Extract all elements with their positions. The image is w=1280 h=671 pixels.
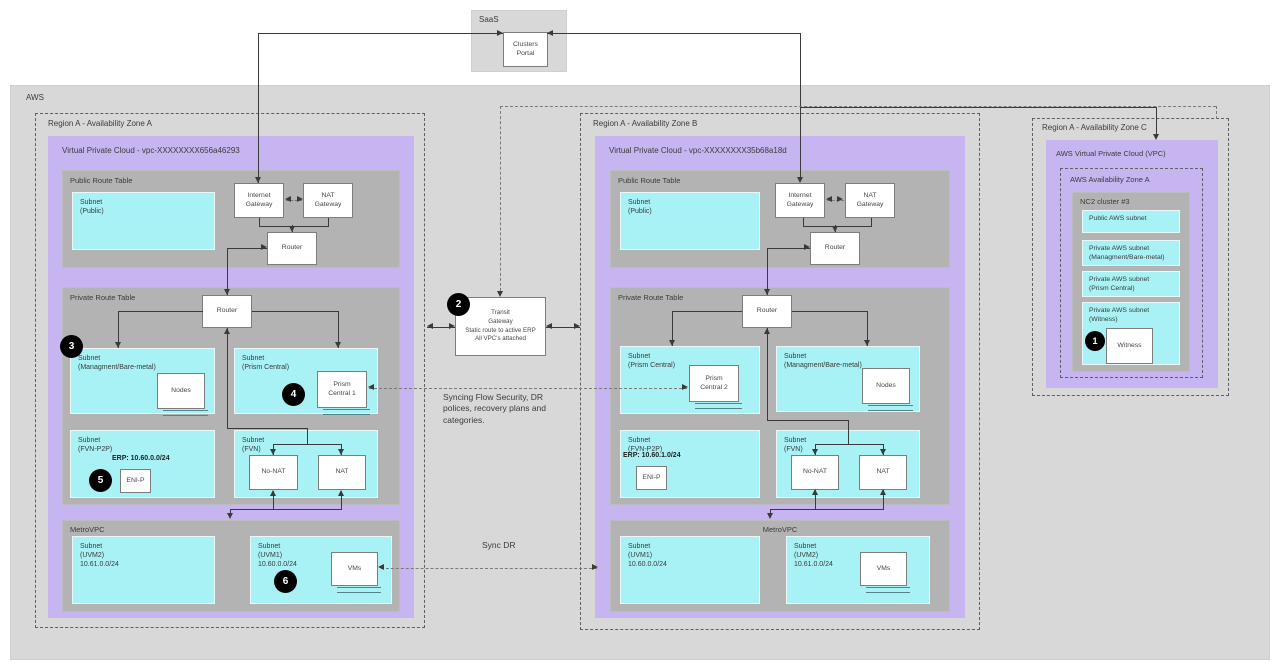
nodes-a-node: Nodes [157, 373, 208, 416]
nat-b-node: NAT [859, 455, 907, 490]
vms-a-node: VMs [331, 552, 381, 593]
public-route-table-a-title: Public Route Table [70, 176, 133, 185]
erp-a-label: ERP: 10.60.0.0/24 [112, 455, 170, 462]
router-private-b-node: Router [742, 295, 792, 328]
badge-5: 5 [89, 469, 112, 492]
vpc-a-title: Virtual Private Cloud - vpc-XXXXXXXX656a… [62, 146, 240, 155]
region-a-title: Region A - Availability Zone A [48, 119, 152, 128]
badge-4: 4 [282, 383, 305, 406]
eni-p-a-node: ENI-P [120, 469, 151, 493]
nc2-cluster-title: NC2 cluster #3 [1080, 197, 1130, 206]
subnet-c-mgmt: Private AWS subnet (Managment/Bare-metal… [1082, 240, 1180, 266]
internet-gateway-a-node: Internet Gateway [234, 183, 284, 218]
private-route-table-a-title: Private Route Table [70, 293, 136, 302]
nat-gateway-a-node: NAT Gateway [303, 183, 353, 218]
router-private-a-node: Router [202, 295, 252, 328]
subnet-uvm1-b: Subnet (UVM1) 10.60.0.0/24 [620, 536, 760, 604]
vpc-b-title: Virtual Private Cloud - vpc-XXXXXXXX35b6… [609, 146, 787, 155]
private-route-table-b-title: Private Route Table [618, 293, 684, 302]
vms-b-node: VMs [860, 552, 910, 593]
metro-vpc-b-title: MetroVPC [762, 525, 798, 534]
subnet-public-b: Subnet (Public) [620, 192, 760, 250]
no-nat-a-node: No-NAT [249, 455, 298, 490]
no-nat-b-node: No-NAT [791, 455, 839, 490]
badge-2: 2 [447, 293, 470, 316]
connector [547, 33, 800, 34]
nat-a-node: NAT [318, 455, 366, 490]
sync-flow-note: Syncing Flow Security, DR polices, recov… [443, 392, 547, 425]
eni-p-b-node: ENI-P [636, 466, 667, 490]
region-c-box [1032, 118, 1229, 396]
subnet-c-public: Public AWS subnet [1082, 210, 1180, 233]
prism-central-2-node: Prism Central 2 [689, 365, 742, 409]
region-c-title: Region A - Availability Zone C [1042, 123, 1147, 132]
nat-gateway-b-node: NAT Gateway [845, 183, 895, 218]
badge-6: 6 [274, 570, 297, 593]
router-public-a-node: Router [267, 232, 317, 265]
subnet-uvm2-a: Subnet (UVM2) 10.61.0.0/24 [72, 536, 215, 604]
saas-label: SaaS [479, 15, 499, 24]
internet-gateway-b-node: Internet Gateway [775, 183, 825, 218]
aws-label: AWS [26, 93, 44, 102]
public-route-table-b-title: Public Route Table [618, 176, 681, 185]
region-a-box [35, 113, 425, 628]
transit-gateway-node: Transit Gateway Static route to active E… [455, 297, 546, 356]
subnet-c-prism: Private AWS subnet (Prism Central) [1082, 271, 1180, 297]
subnet-uvm2-b: Subnet (UVM2) 10.61.0.0/24 [786, 536, 930, 604]
connector [258, 33, 503, 34]
az-c-box [1060, 168, 1203, 378]
region-b-title: Region A - Availability Zone B [593, 119, 698, 128]
prism-central-1-node: Prism Central 1 [317, 371, 370, 415]
region-b-box [580, 113, 980, 630]
witness-node: Witness [1106, 328, 1153, 364]
badge-1: 1 [1085, 331, 1105, 351]
router-public-b-node: Router [810, 232, 860, 265]
clusters-portal-node: Clusters Portal [503, 32, 548, 67]
nodes-b-node: Nodes [862, 368, 913, 411]
vpc-c-title: AWS Virtual Private Cloud (VPC) [1056, 149, 1166, 158]
erp-b-label: ERP: 10.60.1.0/24 [623, 452, 681, 459]
subnet-public-a: Subnet (Public) [72, 192, 215, 250]
az-c-title: AWS Availability Zone A [1070, 175, 1150, 184]
badge-3: 3 [60, 335, 83, 358]
metro-vpc-a-title: MetroVPC [70, 525, 105, 534]
sync-dr-label: Sync DR [482, 540, 516, 550]
